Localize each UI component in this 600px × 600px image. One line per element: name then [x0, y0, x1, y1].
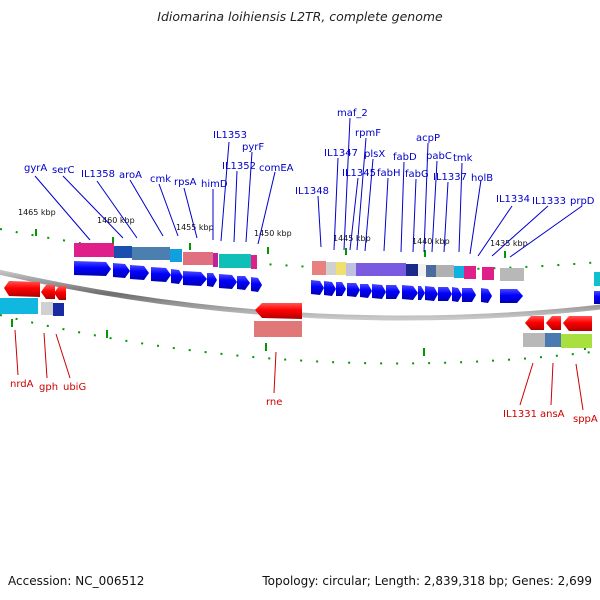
- gene-label-IL1334: IL1334: [496, 194, 530, 205]
- gene-label-IL1337: IL1337: [433, 172, 467, 183]
- gene-label-maf_2: maf_2: [337, 108, 368, 119]
- kbp-label-1440: 1440 kbp: [412, 237, 450, 246]
- gene-label-cmk: cmk: [150, 174, 171, 185]
- kbp-label-1445: 1445 kbp: [333, 234, 371, 243]
- gene-label-serC: serC: [52, 165, 74, 176]
- top-leader-lines: [34, 117, 583, 258]
- top-gene-labels: gyrA serC IL1358 aroA cmk rpsA himD IL13…: [24, 108, 595, 207]
- bottom-gene-labels: nrdA gph ubiG rne IL1331 ansA sppA: [10, 379, 598, 425]
- gene-label-gph: gph: [39, 382, 58, 393]
- map-title: Idiomarina loihiensis L2TR, complete gen…: [157, 9, 443, 24]
- bottom-leader-lines: [14, 329, 584, 411]
- gene-label-sppA: sppA: [573, 414, 598, 425]
- gene-label-IL1331: IL1331: [503, 409, 537, 420]
- feature-track-upper-left: [74, 243, 257, 269]
- feature-track-upper-right: [312, 261, 600, 286]
- gene-label-fabG: fabG: [405, 169, 429, 180]
- gene-label-IL1348: IL1348: [295, 186, 329, 197]
- forward-gene-arrows: [74, 261, 600, 304]
- reverse-gene-arrows: [4, 281, 592, 331]
- gene-label-fabD: fabD: [393, 152, 417, 163]
- kbp-label-1435: 1435 kbp: [490, 239, 528, 248]
- gene-label-plsX: plsX: [364, 149, 385, 160]
- gene-label-holB: holB: [471, 173, 493, 184]
- gene-label-ubiG: ubiG: [63, 382, 86, 393]
- gene-label-rne: rne: [266, 397, 282, 408]
- gene-label-IL1347: IL1347: [324, 148, 358, 159]
- gene-label-IL1352: IL1352: [222, 161, 256, 172]
- gene-label-aroA: aroA: [119, 170, 142, 181]
- gene-label-nrdA: nrdA: [10, 379, 34, 390]
- gene-label-rpsA: rpsA: [174, 177, 197, 188]
- kbp-label-1460: 1460 kbp: [97, 216, 135, 225]
- gene-label-gyrA: gyrA: [24, 163, 47, 174]
- gene-label-tmk: tmk: [453, 153, 473, 164]
- gene-label-rpmF: rpmF: [355, 128, 381, 139]
- feature-track-lower: [0, 298, 592, 348]
- gene-label-himD: himD: [201, 179, 228, 190]
- kbp-label-1455: 1455 kbp: [176, 223, 214, 232]
- gene-label-IL1345: IL1345: [342, 168, 376, 179]
- gene-label-IL1333: IL1333: [532, 196, 566, 207]
- gene-label-fabH: fabH: [377, 168, 401, 179]
- accession-text: Accession: NC_006512: [8, 574, 145, 588]
- gene-label-IL1358: IL1358: [81, 169, 115, 180]
- gene-label-prpD: prpD: [570, 196, 595, 207]
- gene-label-IL1353: IL1353: [213, 130, 247, 141]
- kbp-label-1450: 1450 kbp: [254, 229, 292, 238]
- gene-label-acpP: acpP: [416, 133, 440, 144]
- topology-text: Topology: circular; Length: 2,839,318 bp…: [262, 574, 592, 588]
- gene-label-pabC: pabC: [426, 151, 452, 162]
- gene-label-pyrF: pyrF: [242, 142, 264, 153]
- gene-label-ansA: ansA: [540, 409, 565, 420]
- gene-label-comEA: comEA: [259, 163, 294, 174]
- kbp-label-1465: 1465 kbp: [18, 208, 56, 217]
